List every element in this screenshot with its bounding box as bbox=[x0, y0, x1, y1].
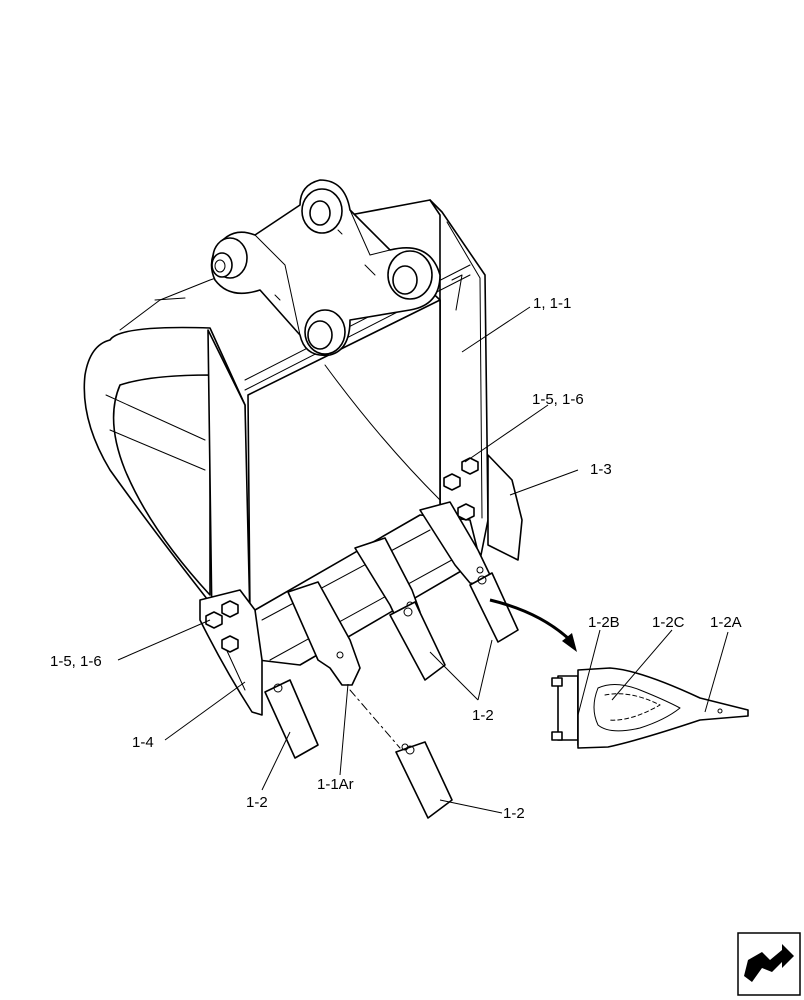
callout-1-5-1-6-right: 1-5, 1-6 bbox=[532, 391, 584, 408]
tooth-adapter-1 bbox=[287, 581, 361, 686]
callout-1-2-left: 1-2 bbox=[246, 794, 268, 811]
callout-1-2c: 1-2C bbox=[652, 614, 685, 631]
explode-centerline bbox=[349, 689, 401, 749]
pin-boss-left bbox=[211, 237, 248, 279]
callout-1-1ar: 1-1Ar bbox=[317, 776, 354, 793]
callout-1-2b: 1-2B bbox=[588, 614, 620, 631]
pin-boss-top bbox=[301, 188, 343, 234]
callout-1-3: 1-3 bbox=[590, 461, 612, 478]
tooth-middle-2 bbox=[469, 572, 519, 643]
detail-arrow bbox=[489, 598, 577, 652]
tooth-left bbox=[264, 679, 319, 759]
callout-1-2-lower: 1-2 bbox=[503, 805, 525, 822]
next-page-arrow-icon[interactable] bbox=[737, 932, 801, 996]
bolt-group-left bbox=[205, 600, 239, 653]
tooth-exploded bbox=[395, 741, 453, 819]
pin-boss-bottom bbox=[304, 309, 346, 355]
callout-1-2a: 1-2A bbox=[710, 614, 742, 631]
callout-1-1: 1, 1-1 bbox=[533, 295, 571, 312]
callout-1-5-1-6-left: 1-5, 1-6 bbox=[50, 653, 102, 670]
mounting-bracket bbox=[210, 179, 441, 357]
side-cutter-right bbox=[487, 454, 523, 561]
tooth-middle-1 bbox=[389, 601, 446, 681]
callout-1-2-middle: 1-2 bbox=[472, 707, 494, 724]
pin-boss-right bbox=[387, 250, 433, 300]
leader-lines bbox=[117, 306, 729, 814]
callout-1-4: 1-4 bbox=[132, 734, 154, 751]
tooth-detail-view bbox=[551, 667, 749, 749]
